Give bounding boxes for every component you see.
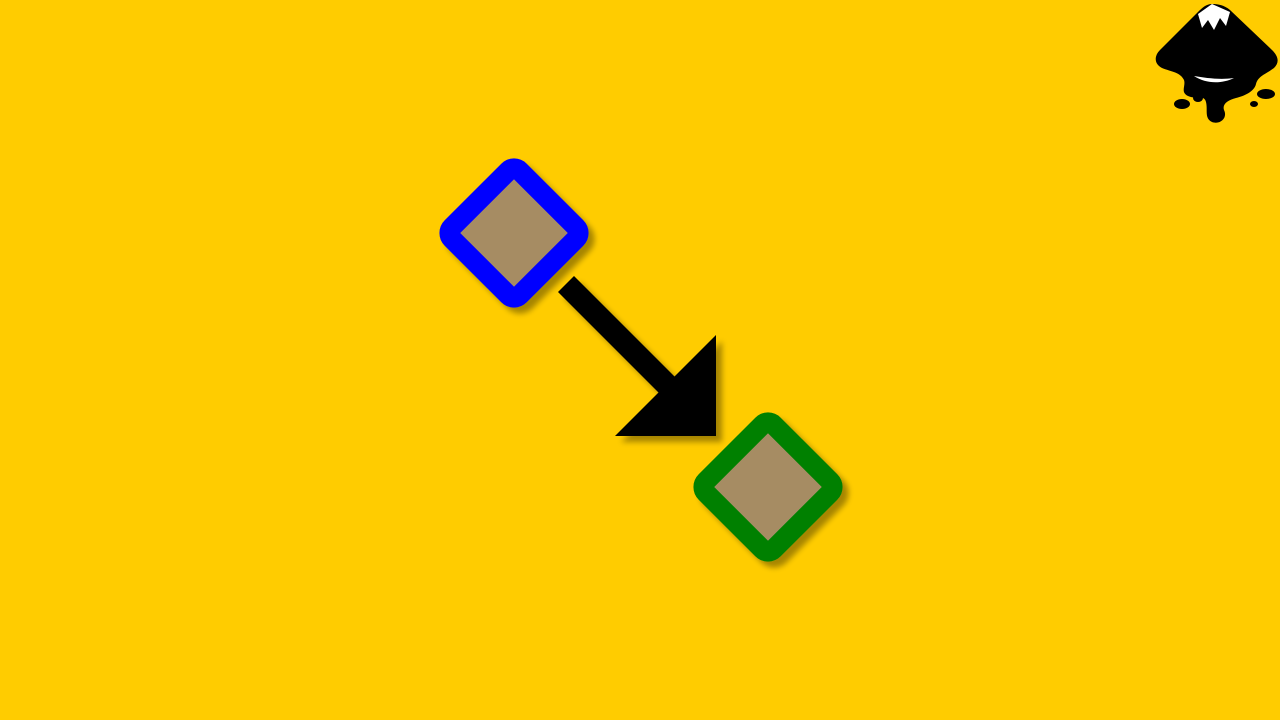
logo-drop-mid — [1193, 94, 1203, 102]
end-node-shape — [693, 412, 843, 562]
logo-drop-left — [1174, 99, 1190, 109]
inkscape-logo-icon — [1155, 4, 1278, 123]
start-node — [439, 158, 589, 308]
logo-snow-cap — [1198, 4, 1230, 30]
end-node — [693, 412, 843, 562]
logo-highlight — [1194, 76, 1234, 83]
logo-ink-body — [1155, 4, 1278, 123]
start-node-shape — [439, 158, 589, 308]
connector-arrow — [558, 276, 716, 436]
arrow-shaft — [558, 276, 695, 413]
arrow-head — [615, 335, 716, 436]
logo-drop-right — [1257, 89, 1275, 99]
logo-drop-right-small — [1250, 101, 1258, 107]
